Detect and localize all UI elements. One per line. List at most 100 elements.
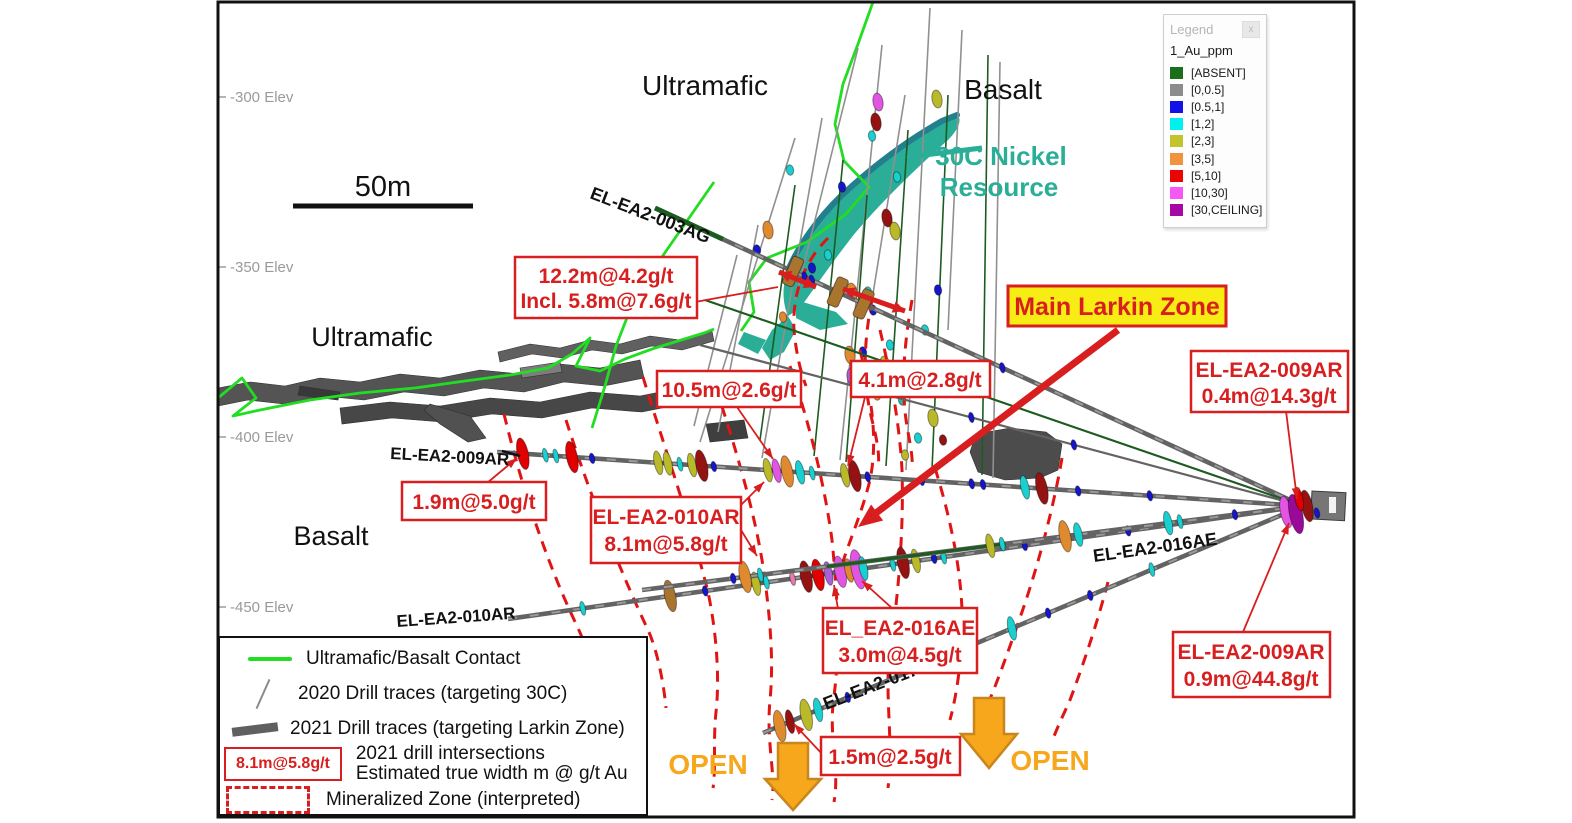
drill-trace-2020: [813, 159, 844, 457]
close-icon[interactable]: x: [1242, 20, 1260, 38]
au-legend-swatch: [1170, 186, 1183, 199]
mineralized-zone-line: [502, 413, 606, 707]
resource-fragment: [738, 332, 766, 354]
main-larkin-arrow: [869, 327, 1121, 519]
main-larkin-zone-banner: [1006, 284, 1228, 328]
au-legend-title: Legend: [1170, 21, 1214, 37]
assay-disk: [808, 465, 816, 481]
au-legend-swatch: [1170, 152, 1183, 165]
assay-disk: [1148, 562, 1156, 577]
assay-disk: [1313, 507, 1321, 519]
map-frame: [216, 0, 1356, 819]
au-legend-item: [0,0.5]: [1170, 81, 1260, 98]
nickel-resource-label-line2: Resource: [940, 172, 1059, 202]
legend-label: Ultramafic/Basalt Contact: [306, 648, 521, 669]
open-label-left: OPEN: [668, 749, 747, 780]
resource-fragment: [796, 300, 848, 330]
drill-trace-2020: [794, 47, 859, 301]
assay-disk: [780, 455, 794, 488]
assay-disk: [1006, 616, 1018, 641]
trace-label-el-ea2-003ag: EL-EA2-003AG: [588, 183, 714, 247]
contact-line: [739, 1, 875, 332]
resource-fragment: [762, 316, 796, 360]
legend-row-2021-traces: 2021 Drill traces (targeting Larkin Zone…: [220, 716, 625, 742]
callout-text: 1.9m@5.0g/t: [412, 491, 535, 514]
callout-text: 3.0m@4.5g/t: [838, 644, 961, 667]
trace-label-tick: [501, 449, 521, 458]
assay-disk: [588, 452, 596, 464]
arrowhead: [843, 287, 857, 299]
assay-marker: [889, 221, 901, 241]
callout-box-003ag: [513, 255, 699, 320]
resource-edge: [787, 112, 960, 269]
arrowhead: [753, 482, 764, 493]
callout-box-1-5m: [819, 735, 962, 777]
assay-marker: [867, 130, 877, 142]
callout-text: 0.4m@14.3g/t: [1202, 385, 1337, 408]
legend-label: 2020 Drill traces (targeting 30C): [298, 683, 568, 704]
au-legend-swatch: [1170, 118, 1183, 131]
assay-disk: [1044, 607, 1052, 619]
trace-label-el-ea2-010ar: EL-EA2-010AR: [396, 604, 516, 631]
trace-collar-segment: [653, 205, 725, 242]
thin-trace-swatch: [255, 678, 271, 710]
callout-text: 1.5m@2.5g/t: [828, 746, 951, 769]
elevation-label: -400 Elev: [230, 429, 294, 446]
au-legend-header[interactable]: Legend x: [1170, 19, 1260, 39]
assay-marker: [900, 449, 910, 461]
assay-disk: [799, 698, 814, 732]
assay-disk: [729, 572, 737, 585]
arrowhead: [779, 270, 793, 283]
legend-row-contact: Ultramafic/Basalt Contact: [220, 648, 520, 670]
drill-trace-2020: [947, 29, 963, 331]
assay-marker: [837, 181, 847, 193]
mineralized-zone-line: [564, 419, 668, 709]
callout-text: 10.5m@2.6g/t: [662, 379, 797, 402]
rock-label-basalt-left: Basalt: [293, 521, 369, 551]
assay-disk: [738, 560, 752, 594]
assay-marker: [762, 220, 774, 240]
arrowhead: [846, 454, 855, 466]
rock-label-ultramafic-left: Ultramafic: [311, 322, 433, 352]
assay-disk: [710, 460, 718, 473]
drill-trace-2021-segments: [496, 451, 1304, 507]
assay-disk: [968, 478, 975, 490]
assay-disk: [1146, 490, 1154, 502]
au-legend-item-label: [2,3]: [1191, 134, 1215, 149]
au-legend-item-label: [10,30]: [1191, 185, 1228, 200]
legend-row-intersections: 8.1m@5.8g/t 2021 drill intersections Est…: [220, 742, 628, 786]
contact-line: [217, 327, 715, 418]
workings-shape: [423, 403, 487, 443]
assay-marker: [823, 249, 833, 261]
assay-disk: [979, 478, 987, 491]
assay-marker: [927, 408, 939, 428]
rock-label-ultramafic-top: Ultramafic: [642, 70, 768, 101]
arrowhead: [831, 585, 840, 597]
au-legend-item: [0.5,1]: [1170, 98, 1260, 115]
arrowhead: [862, 581, 873, 592]
assay-disk: [762, 457, 773, 483]
legend-label: Mineralized Zone (interpreted): [326, 789, 581, 810]
au-legend-swatch: [1170, 66, 1183, 79]
map-legend-box: Ultramafic/Basalt Contact 2020 Drill tra…: [218, 636, 648, 816]
mineralized-zone-line: [708, 369, 775, 801]
nickel-resource-label-line1: 30C Nickel: [935, 141, 1067, 171]
assay-disk: [864, 471, 872, 483]
elevation-label: -450 Elev: [230, 599, 294, 616]
nickel-resource-body: [738, 112, 960, 360]
workings-shape: [497, 330, 715, 363]
intersection-swatch: 8.1m@5.8g/t: [224, 747, 342, 781]
rock-label-basalt-top: Basalt: [964, 74, 1042, 105]
au-legend-item: [30,CEILING]: [1170, 202, 1263, 219]
au-legend-swatch: [1170, 100, 1183, 113]
assay-disk: [1035, 472, 1049, 505]
resource-main: [783, 116, 960, 316]
annotation-arrows: [778, 145, 1121, 527]
callout-box-009ar-upper: [1189, 349, 1350, 414]
callout-text: 0.9m@44.8g/t: [1184, 668, 1319, 691]
callout-leader: [694, 286, 779, 303]
assay-disk: [662, 451, 674, 476]
assay-disk: [999, 362, 1006, 374]
au-legend-item-label: [30,CEILING]: [1191, 203, 1263, 218]
